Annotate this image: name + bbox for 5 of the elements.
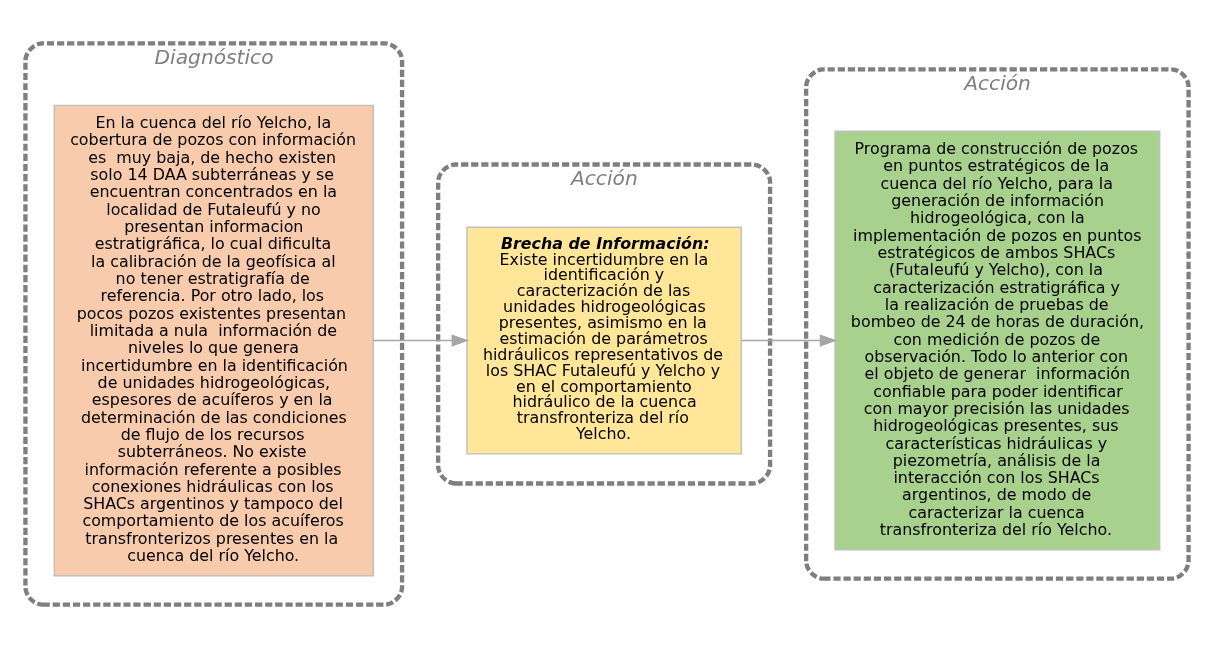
node-box: Brecha de Información: Existe incertidumbre en la identificación y caracterización de las unidades hidrogeológicas presentes, asimismo en la estimación de parámetros hidráulicos representativos de los SHAC Futaleufú y Yelcho y en el comportamiento hidráulico de la cuenca transfronteriza del río Yelcho. [466,226,742,455]
node-box: En la cuenca del río Yelcho, la cobertura de pozos con información es muy baja, de hecho existen solo 14 DAA subterráneas y se encuentran concentrados en la localidad de Futaleufú y no presentan informacion estratigráfica, lo cual dificulta la calibración de la geofísica al no tener estratigrafía de referencia. Por otro lado, los pocos pozos existentes presentan limitada a nula información de niveles lo que genera incertidumbre en la identificación de unidades hidrogeológicas, espesores de acuíferos y en la determinación de las condiciones de flujo de los recursos subterráneos. No existe información referente a posibles conexiones hidráulicas con los SHACs argentinos y tampoco del comportamiento de los acuíferos transfronterizos presentes en la cuenca del río Yelcho. [53,104,374,577]
node-box: Programa de construcción de pozos en puntos estratégicos de la cuenca del río Yelcho, para la generación de información hidrogeológica, con la implementación de pozos en puntos estratégicos de ambos SHACs (Futaleufú y Yelcho), con la caracterización estratigráfica y la realización de pruebas de bombeo de 24 de horas de duración, con medición de pozos de observación. Todo lo anterior con el objeto de generar información confiable para poder identificar con mayor precisión las unidades hidrogeológicas presentes, sus características hidráulicas y piezometría, análisis de la interacción con los SHACs argentinos, de modo de caracterizar la cuenca transfronteriza del río Yelcho. [834,130,1161,551]
arrow [372,334,469,347]
arrow [740,334,838,347]
